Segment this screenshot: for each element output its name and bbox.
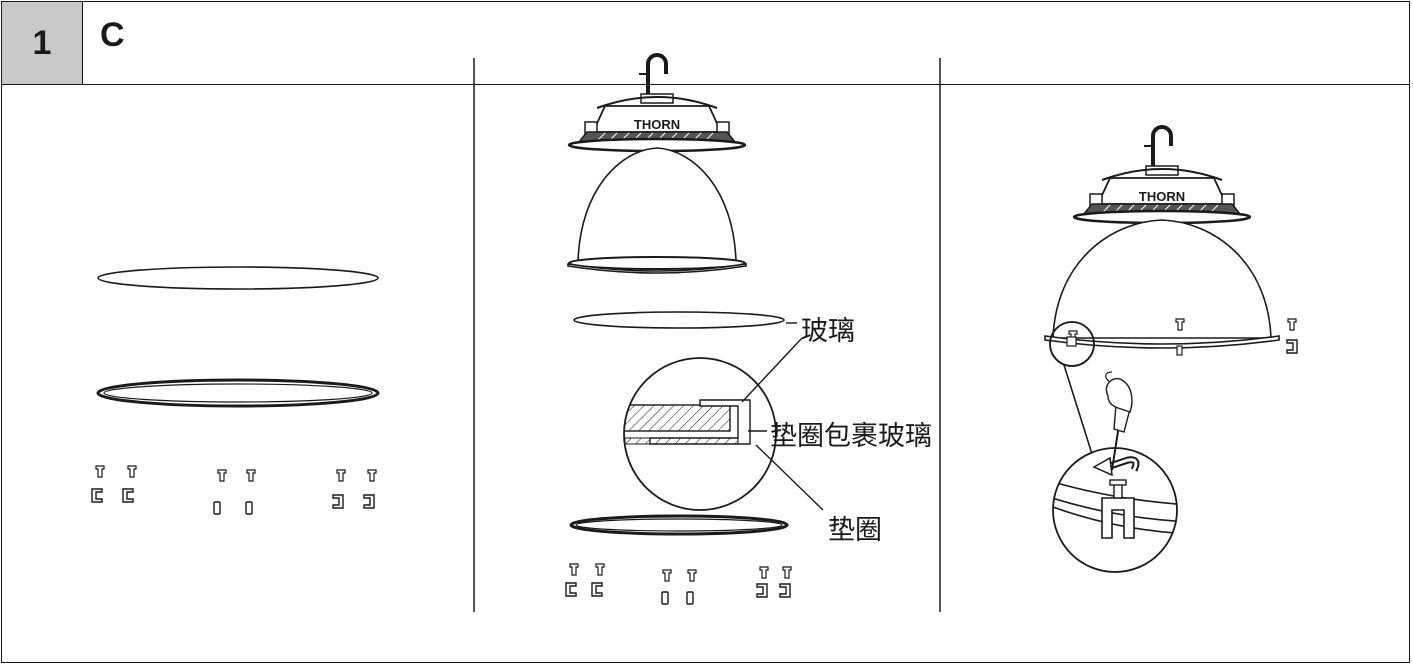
rotate-arrow-icon	[1092, 456, 1140, 477]
callout-leader	[755, 444, 824, 511]
step-header-bar	[83, 2, 1409, 85]
gasket-ring	[96, 378, 380, 408]
screwdriver-hand-icon	[1105, 371, 1133, 471]
logo-text: THORN	[1139, 189, 1185, 204]
label-gasket: 垫圈	[828, 515, 882, 546]
section-detail-magnifier	[623, 357, 777, 511]
detail-circle	[1049, 321, 1095, 367]
highbay-lamp-assembled	[1044, 125, 1298, 356]
gasket-ring	[569, 514, 789, 536]
step-code: C	[100, 16, 125, 54]
zoom-leader	[1063, 364, 1093, 455]
label-glass: 玻璃	[801, 316, 855, 347]
label-gasket-wraps-glass: 垫圈包裹玻璃	[770, 421, 932, 452]
screw-set	[569, 563, 792, 582]
glass-disc	[97, 266, 379, 290]
highbay-lamp	[567, 53, 747, 274]
clip-set	[91, 488, 375, 515]
clip-set	[565, 582, 791, 605]
glass-disc	[573, 311, 785, 329]
clip-detail-magnifier	[1052, 447, 1178, 573]
logo-text: THORN	[634, 117, 680, 132]
step-number: 1	[2, 2, 83, 85]
screw-set	[95, 465, 377, 482]
callout-leader	[741, 337, 803, 403]
